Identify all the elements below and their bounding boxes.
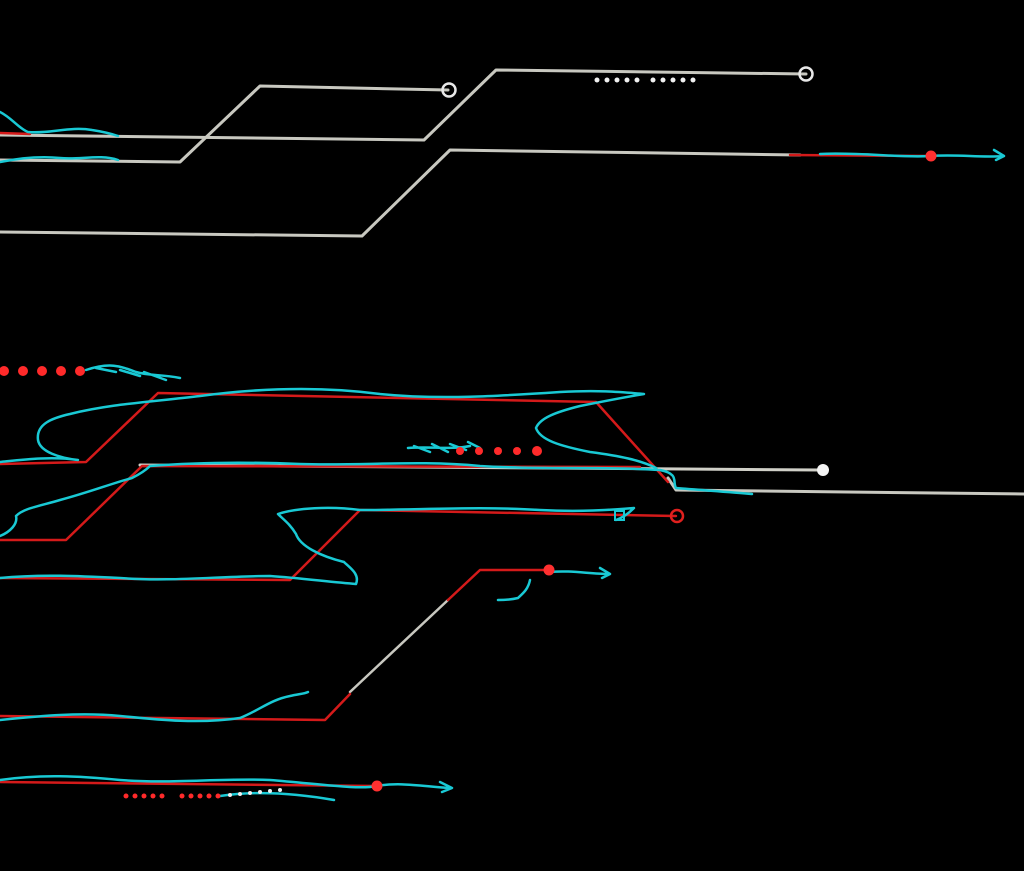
- cyan-trace-10: [0, 774, 454, 802]
- cyan-trace-1: [0, 110, 120, 138]
- marker-group: [371, 66, 937, 792]
- cyan-trace-11: [406, 440, 482, 454]
- cyan-trace-9: [0, 690, 310, 723]
- open-circle-marker-2: [798, 66, 814, 82]
- red-trace-top-short: [0, 131, 32, 136]
- gray-trace-6: [348, 598, 450, 694]
- gray-trace-2: [0, 68, 808, 142]
- cyan-trace-2: [0, 155, 120, 164]
- cyan-trace-4: [84, 364, 182, 382]
- red-trace-a: [0, 391, 670, 484]
- red-dot-row-middle: [456, 446, 542, 456]
- filled-dot-marker-red-mid: [543, 564, 555, 576]
- red-trace-d: [0, 568, 552, 722]
- open-circle-marker-red: [669, 508, 685, 524]
- gray-trace-3: [0, 148, 802, 238]
- small-square-marker: [614, 510, 625, 521]
- white-dot-row-top: [594, 77, 696, 83]
- cyan-trace-5: [0, 387, 658, 470]
- gray-trace-4: [666, 476, 1024, 496]
- white-dot-row-bottom: [228, 788, 282, 797]
- cyan-trace-8: [496, 566, 612, 602]
- red-dot-row-left: [0, 366, 85, 376]
- open-circle-marker-1: [441, 82, 457, 98]
- gray-trace-1: [0, 84, 450, 164]
- cyan-trace-6: [0, 461, 754, 538]
- filled-dot-marker-red-bottom: [371, 780, 383, 792]
- red-trace-e: [0, 780, 378, 788]
- dot-row-group: [0, 77, 696, 799]
- cyan-trace-7: [0, 506, 636, 586]
- red-trace-b: [0, 464, 642, 542]
- cyan-trace-group: [0, 110, 1006, 802]
- filled-dot-marker-white: [817, 464, 829, 476]
- filled-dot-marker-red-top: [925, 150, 937, 162]
- red-dot-row-bottom: [123, 793, 221, 799]
